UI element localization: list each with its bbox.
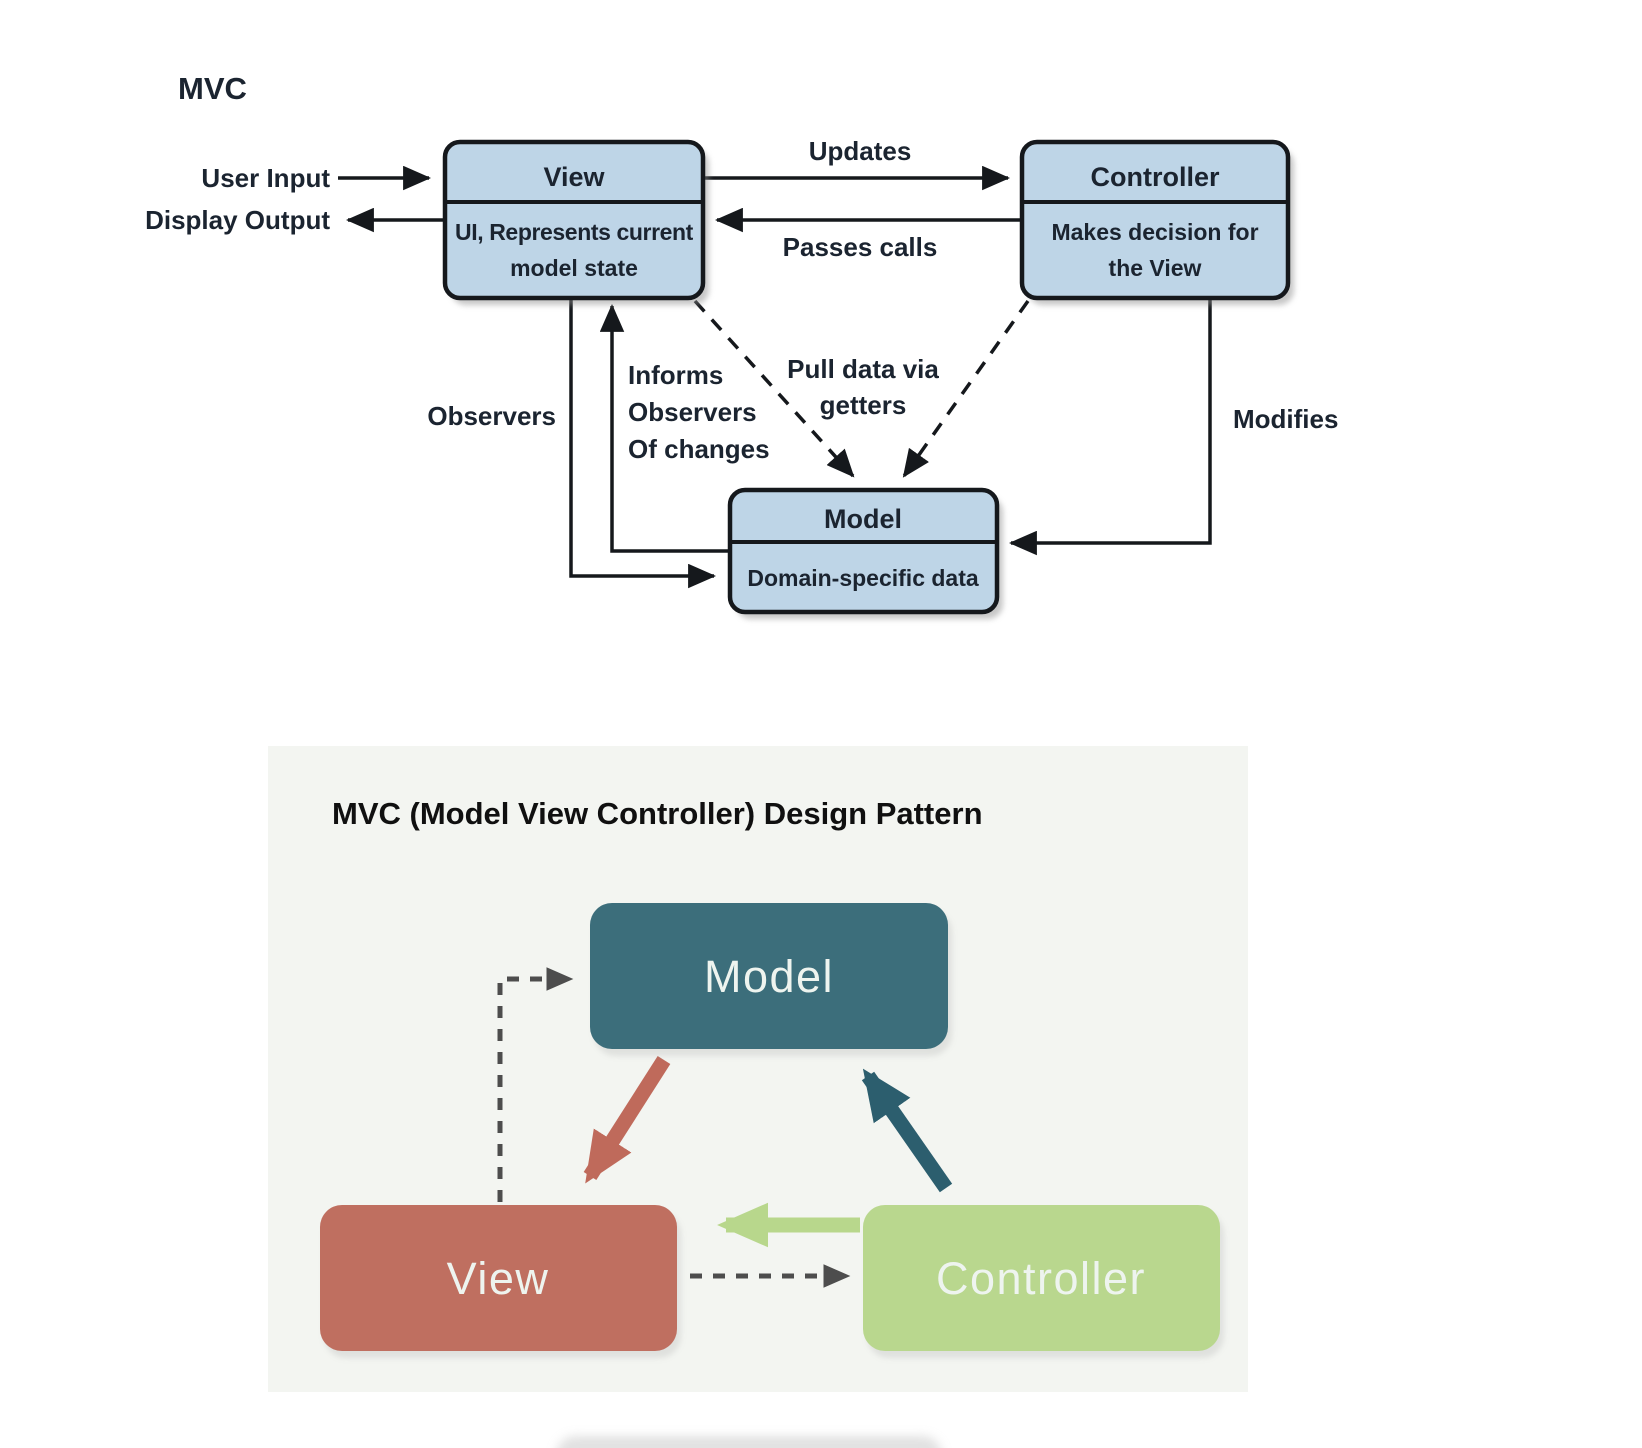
bottom-edge-cropped-shape bbox=[557, 1436, 941, 1448]
view-box-body-line2: model state bbox=[510, 255, 638, 281]
pull-data-dashed-arrow-from-controller bbox=[902, 299, 1030, 478]
controller-box-rect bbox=[1019, 139, 1291, 301]
controller-to-model-arrow bbox=[861, 1068, 953, 1193]
model-box-rect bbox=[727, 487, 1000, 615]
informs-label-line3: Of changes bbox=[628, 434, 770, 464]
controller-box: Controller Makes decision for the View bbox=[1019, 139, 1291, 301]
bottom-model-box-rect bbox=[590, 903, 948, 1049]
observers-label: Observers bbox=[427, 401, 556, 431]
bottom-controller-box-label: Controller bbox=[936, 1253, 1146, 1304]
model-box: Model Domain-specific data bbox=[727, 487, 1000, 615]
model-to-view-arrow bbox=[583, 1055, 671, 1184]
view-box-body-line1: UI, Represents current bbox=[455, 219, 694, 245]
informs-label-line1: Informs bbox=[628, 360, 723, 390]
view-box: View UI, Represents current model state bbox=[442, 139, 706, 301]
bottom-model-box-label: Model bbox=[704, 951, 834, 1002]
controller-box-body-line2: the View bbox=[1109, 255, 1202, 281]
top-mvc-diagram: MVC View UI, Represents current model st… bbox=[145, 71, 1338, 619]
top-labels: User Input Display Output Updates Passes… bbox=[145, 136, 1338, 464]
bottom-view-box-label: View bbox=[447, 1253, 550, 1304]
bottom-mvc-diagram: MVC (Model View Controller) Design Patte… bbox=[268, 746, 1248, 1448]
user-input-label: User Input bbox=[201, 163, 330, 193]
passes-calls-label: Passes calls bbox=[783, 232, 938, 262]
view-box-rect bbox=[442, 139, 706, 301]
view-box-title: View bbox=[543, 162, 605, 192]
bottom-model-box: Model bbox=[590, 903, 948, 1049]
bottom-view-box: View bbox=[320, 1205, 677, 1351]
informs-label-line2: Observers bbox=[628, 397, 757, 427]
top-connectors bbox=[338, 165, 1212, 589]
pull-data-label-line2: getters bbox=[820, 390, 907, 420]
observers-arrow bbox=[569, 298, 717, 589]
bottom-view-box-rect bbox=[320, 1205, 677, 1351]
bottom-controller-box: Controller bbox=[863, 1205, 1220, 1351]
modifies-label: Modifies bbox=[1233, 404, 1338, 434]
bottom-diagram-title: MVC (Model View Controller) Design Patte… bbox=[332, 796, 983, 831]
display-output-label: Display Output bbox=[145, 205, 330, 235]
controller-box-body-line1: Makes decision for bbox=[1051, 219, 1258, 245]
model-box-body-line1: Domain-specific data bbox=[747, 565, 979, 591]
modifies-arrow bbox=[1008, 298, 1212, 556]
model-box-title: Model bbox=[824, 504, 902, 534]
top-diagram-heading: MVC bbox=[178, 71, 247, 106]
updates-label: Updates bbox=[809, 136, 912, 166]
controller-box-title: Controller bbox=[1090, 162, 1219, 192]
view-to-model-dashed-arrow bbox=[497, 967, 574, 1202]
bottom-thick-arrows bbox=[583, 1055, 953, 1248]
bottom-dashed-connectors bbox=[497, 967, 851, 1288]
pull-data-label-line1: Pull data via bbox=[787, 354, 939, 384]
bottom-controller-box-rect bbox=[863, 1205, 1220, 1351]
informs-observers-arrow bbox=[599, 303, 728, 553]
